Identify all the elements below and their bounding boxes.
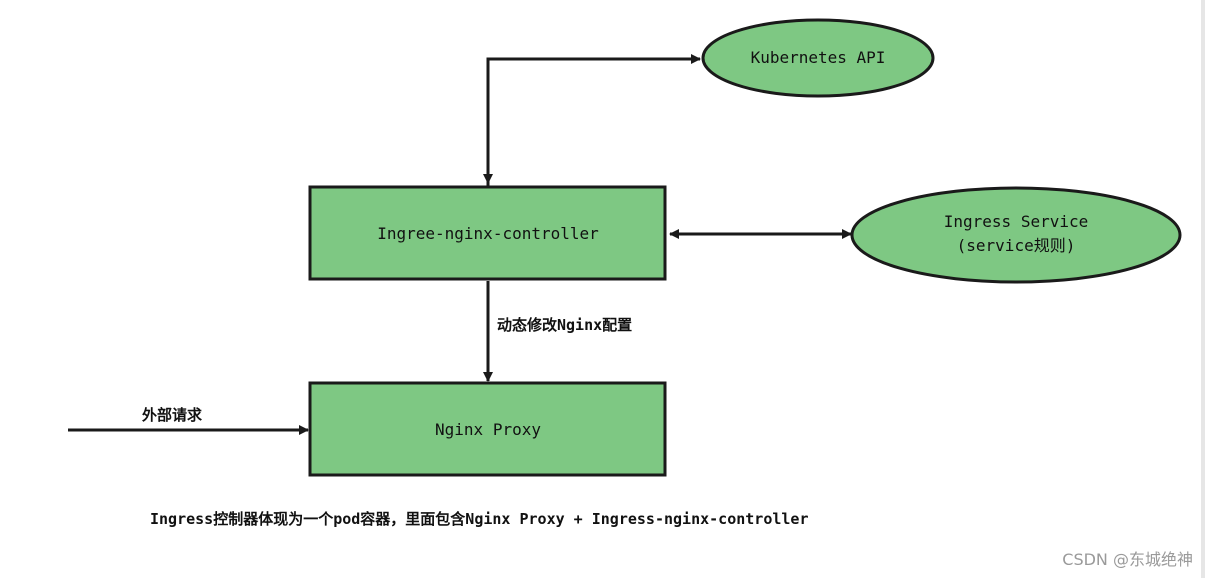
node-label-ingress-service: Ingress Service xyxy=(944,212,1089,231)
watermark: CSDN @东城绝神 xyxy=(1062,550,1193,569)
node-ingress-nginx-controller: Ingree-nginx-controller xyxy=(308,185,667,281)
node-label-service-rules: (service规则) xyxy=(957,236,1076,255)
edge-controller-kubernetes-api xyxy=(483,54,701,186)
scrollbar-track xyxy=(1201,0,1205,578)
node-ingress-service: Ingress Service (service规则) xyxy=(850,186,1182,284)
node-nginx-proxy: Nginx Proxy xyxy=(308,381,667,477)
node-label-kubernetes-api: Kubernetes API xyxy=(751,48,886,67)
diagram-caption: Ingress控制器体现为一个pod容器，里面包含Nginx Proxy + I… xyxy=(150,510,809,528)
node-label-controller: Ingree-nginx-controller xyxy=(377,224,599,243)
node-kubernetes-api: Kubernetes API xyxy=(701,18,935,98)
edge-label-dynamic-config: 动态修改Nginx配置 xyxy=(497,316,632,334)
node-label-nginx-proxy: Nginx Proxy xyxy=(435,420,541,439)
edge-label-external-request: 外部请求 xyxy=(141,406,203,424)
